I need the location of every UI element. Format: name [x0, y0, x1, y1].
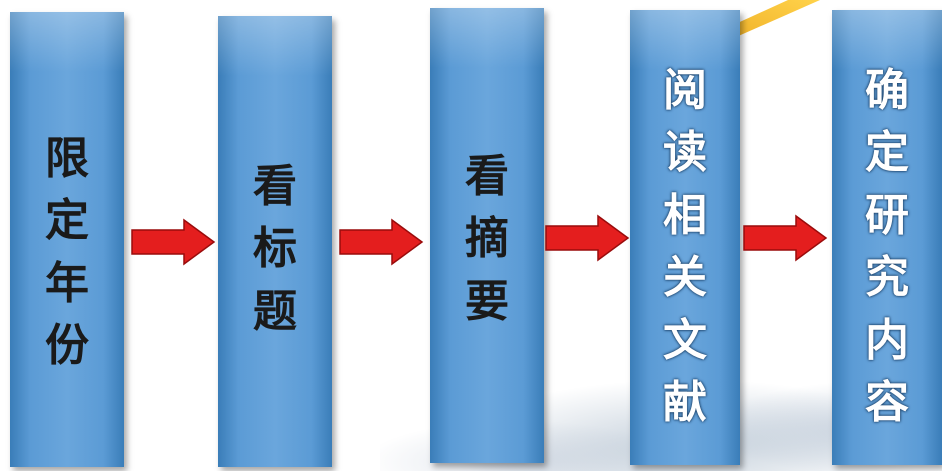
step-label: 限 定 年 份	[45, 133, 89, 372]
arrow-right-icon	[339, 218, 424, 266]
step-label: 阅 读 相 关 文 献	[663, 65, 707, 429]
step-label: 看 摘 要	[465, 151, 509, 327]
step-box-5: 确 定 研 究 内 容	[832, 10, 942, 465]
step-box-2: 看 标 题	[218, 16, 332, 467]
step-box-4: 阅 读 相 关 文 献	[630, 10, 740, 465]
step-box-1: 限 定 年 份	[10, 12, 124, 467]
step-label: 看 标 题	[253, 161, 297, 337]
arrow-right-icon	[743, 214, 828, 262]
step-box-3: 看 摘 要	[430, 8, 544, 463]
arrow-right-icon	[131, 218, 216, 266]
arrow-right-icon	[545, 214, 630, 262]
step-label: 确 定 研 究 内 容	[865, 65, 909, 429]
